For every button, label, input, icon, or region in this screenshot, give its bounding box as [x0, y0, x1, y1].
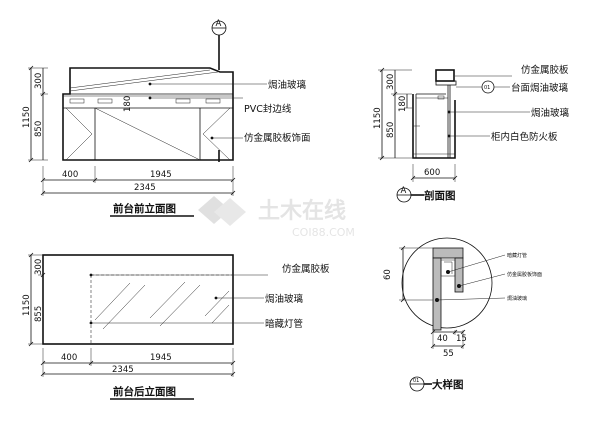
detail-callouts: 暗藏灯管 仿金属胶板饰面 焗油玻璃	[436, 252, 542, 302]
back-callouts: 仿金属胶板 焗油玻璃 暗藏灯管	[89, 263, 330, 330]
drawer-handle	[69, 98, 85, 104]
detail-dim-40: 40	[437, 334, 448, 344]
section-dim-180: 180	[398, 96, 408, 112]
back-dim-855: 855	[34, 306, 44, 322]
drawer-handle	[205, 98, 221, 104]
front-dim-850: 850	[34, 121, 44, 137]
section-label-glass: 焗油玻璃	[531, 107, 569, 119]
back-glass-hatch	[94, 281, 230, 330]
front-callouts: 焗油玻璃 PVC封边线 仿金属胶板饰面	[148, 79, 311, 144]
drawer-handle	[97, 98, 113, 104]
detail-label-metal: 仿金属胶板饰面	[507, 271, 542, 278]
front-label-glass: 焗油玻璃	[268, 79, 306, 91]
section-vertical-dims: 1150 300 850 180	[373, 67, 412, 161]
front-dim-300: 300	[34, 73, 44, 89]
section-title: 剖面图	[424, 189, 456, 202]
section-title-block: A 剖面图	[396, 186, 456, 203]
watermark-en: COI88.COM	[292, 226, 355, 239]
detail-dim-55: 55	[443, 349, 454, 359]
back-label-glass: 焗油玻璃	[265, 293, 303, 305]
detail-horizontal-dims: 40 15 55	[430, 329, 467, 359]
watermark: 土木在线 COI88.COM	[198, 196, 355, 239]
front-vertical-dims: 1150 300 850	[22, 65, 48, 163]
section-title-mark: A	[401, 186, 407, 196]
detail-dim-60: 60	[383, 269, 393, 280]
section-label-top-glass: 台面焗油玻璃	[511, 82, 568, 94]
section-dim-850: 850	[386, 122, 396, 138]
front-dim-1945: 1945	[150, 170, 172, 180]
watermark-logo-icon	[198, 196, 246, 226]
drawer-handle	[175, 98, 191, 104]
back-cabinet-outline	[42, 254, 234, 345]
section-top-cap	[435, 69, 455, 82]
detail-circle	[401, 237, 493, 329]
back-dim-300: 300	[34, 259, 44, 275]
front-dim-1150: 1150	[22, 106, 32, 128]
back-dim-2345: 2345	[112, 365, 134, 375]
section-detail-number: 01	[484, 85, 490, 91]
section-dim-300: 300	[386, 74, 396, 90]
back-dim-1945: 1945	[150, 353, 172, 363]
front-label-metal-board: 仿金属胶板饰面	[244, 132, 311, 144]
back-vertical-dims: 1150 300 855	[22, 252, 46, 347]
front-dim-180: 180	[123, 96, 133, 112]
section-cut-letter: A	[216, 19, 222, 29]
front-horizontal-dims: 400 1945 2345	[40, 166, 236, 196]
right-door-swing	[202, 107, 231, 161]
section-view: 01 1150 300 850 180 600	[373, 64, 569, 203]
section-label-metal-board: 仿金属胶板	[521, 64, 569, 76]
section-dim-1150: 1150	[373, 107, 383, 129]
section-cut-marker: A	[211, 19, 227, 162]
front-label-pvc: PVC封边线	[244, 103, 292, 115]
watermark-cn: 土木在线	[258, 198, 346, 224]
section-dim-600: 600	[424, 168, 440, 178]
front-dim-2345: 2345	[134, 183, 156, 193]
back-horizontal-dims: 400 1945 2345	[40, 348, 236, 377]
left-door-swing	[65, 107, 93, 161]
detail-vertical-dim: 60	[383, 245, 433, 303]
back-dim-400: 400	[61, 353, 77, 363]
section-detail-marker: 01	[456, 80, 495, 94]
detail-title-mark: 01	[413, 378, 419, 384]
back-label-metal-board: 仿金属胶板	[282, 263, 330, 275]
front-cabinet-outline	[62, 67, 234, 161]
detail-dim-15: 15	[456, 334, 467, 344]
back-elevation: 1150 300 855 400 1945 2345	[22, 252, 330, 400]
front-dim-400: 400	[62, 170, 78, 180]
back-dim-1150: 1150	[22, 294, 32, 316]
detail-profile	[432, 247, 464, 331]
section-horizontal-dim: 600	[410, 164, 458, 182]
section-label-fireproof: 柜内白色防火板	[491, 131, 558, 143]
detail-label-glass: 焗油玻璃	[507, 295, 527, 302]
detail-title: 大样图	[432, 378, 464, 391]
front-title: 前台前立面图	[113, 202, 176, 215]
front-elevation: A 180	[22, 19, 311, 217]
back-label-lamp: 暗藏灯管	[265, 318, 303, 330]
back-title: 前台后立面图	[113, 385, 176, 398]
detail-title-block: 01 大样图	[409, 376, 464, 392]
detail-label-lamp: 暗藏灯管	[507, 252, 527, 259]
section-callouts: 仿金属胶板 台面焗油玻璃 焗油玻璃 柜内白色防火板	[447, 64, 569, 143]
detail-view: 暗藏灯管 仿金属胶板饰面 焗油玻璃 60 40 15	[383, 237, 542, 392]
